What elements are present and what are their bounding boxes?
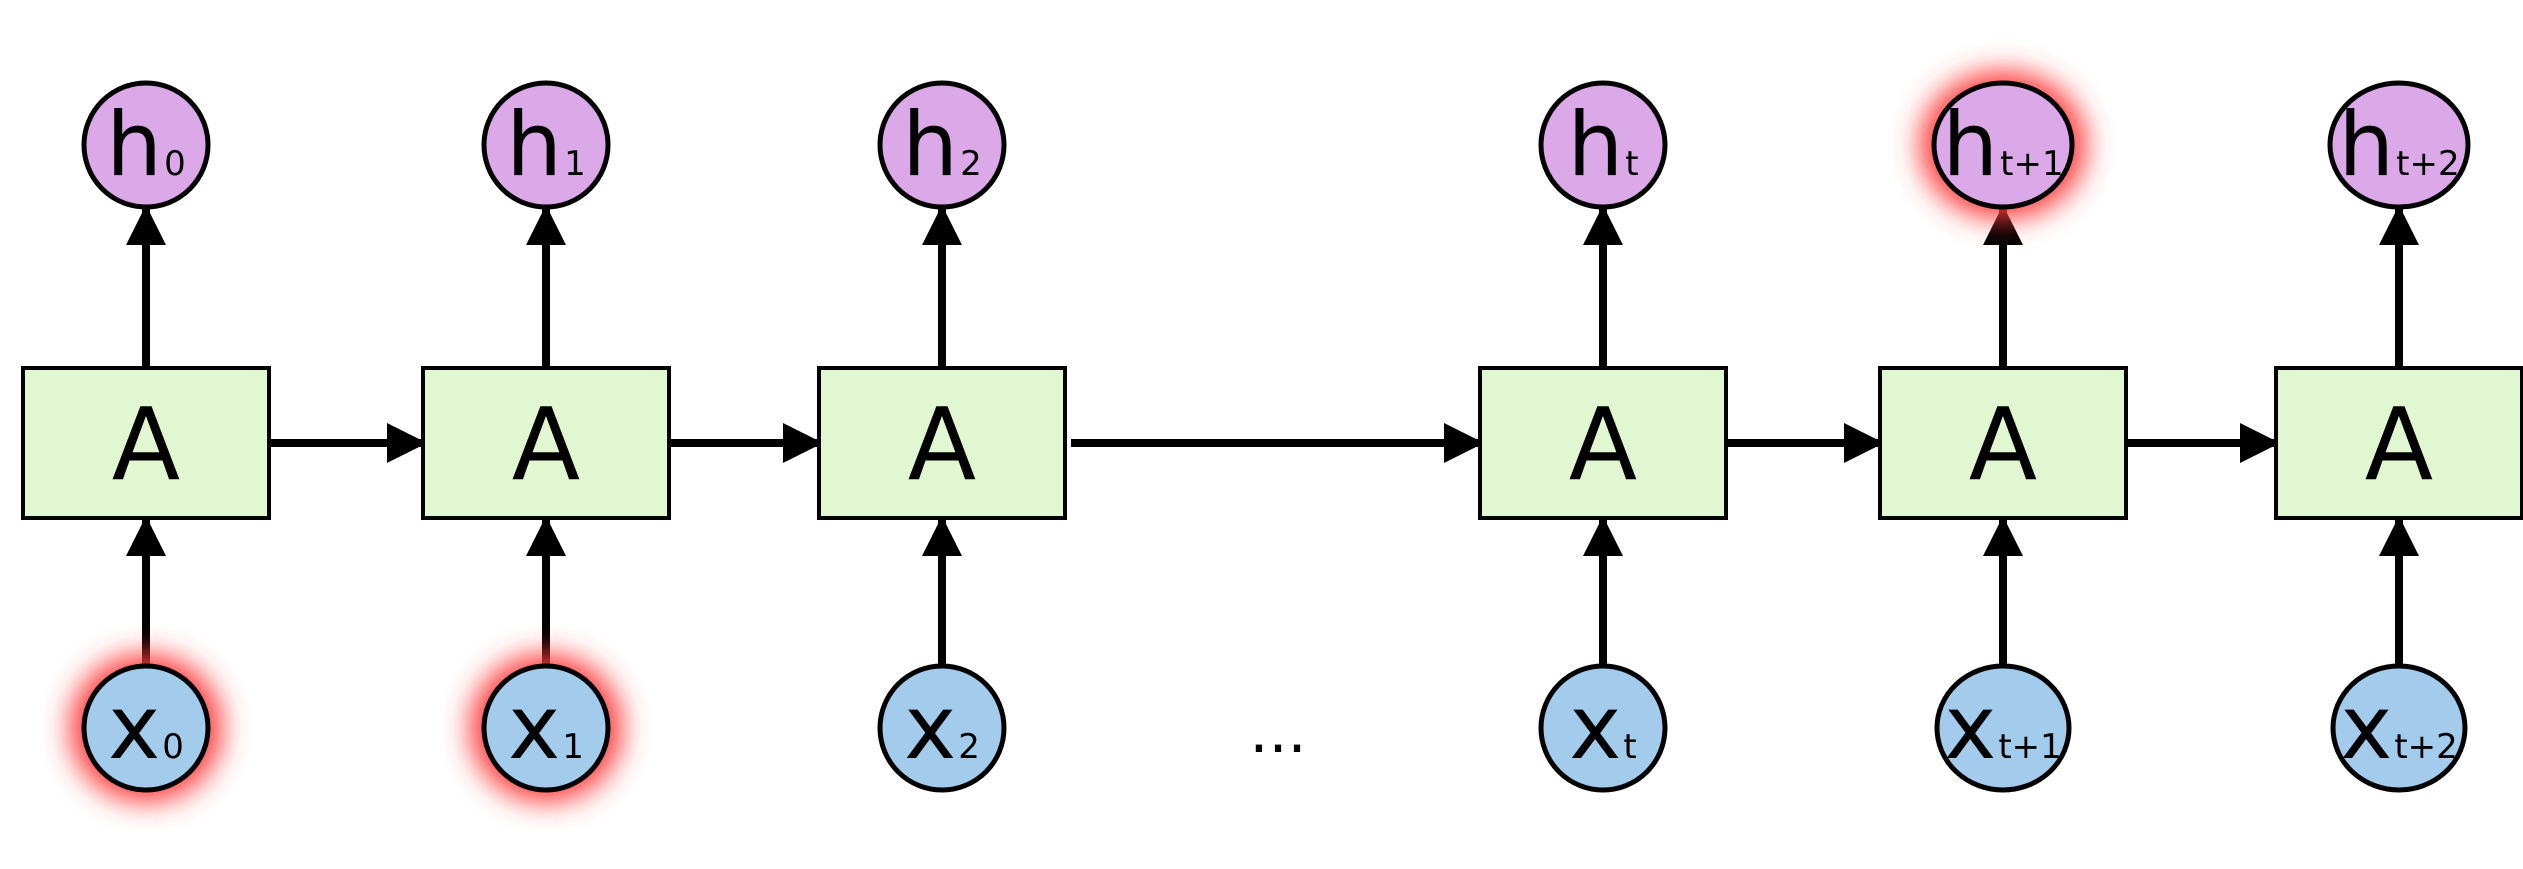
input-label: x1 [508,676,584,779]
input-node [2330,663,2468,793]
rnn-cell-label: A [2365,386,2433,503]
rnn-cell-label: A [1569,386,1637,503]
hidden-state-label: ht [1567,93,1638,196]
input-label: x2 [904,676,980,779]
rnn-cell-box [2274,366,2523,520]
hidden-state-label: ht+1 [1942,93,2063,196]
input-node [1934,663,2072,793]
input-label: x0 [108,676,184,779]
hidden-state-label: h1 [506,93,585,196]
hidden-state-node [81,80,211,210]
input-node [877,663,1007,793]
hidden-state-node [1538,80,1668,210]
rnn-cell-box [21,366,271,520]
hidden-state-node [2327,80,2471,210]
input-label: xt [1569,676,1636,779]
hidden-state-label: h2 [902,93,981,196]
hidden-state-label: ht+2 [2338,93,2459,196]
connections [126,205,2419,666]
input-node [481,663,611,793]
input-node [1538,663,1668,793]
input-node [81,663,211,793]
rnn-cell-label: A [512,386,580,503]
hidden-state-node [1931,80,2075,210]
rnn-cell-label: A [908,386,976,503]
rnn-cell-box [421,366,671,520]
ellipsis-text: ... [1249,697,1306,767]
hidden-state-label: h0 [106,93,185,196]
hidden-state-node [877,80,1007,210]
rnn-cell-label: A [112,386,180,503]
input-label: xt+2 [2340,676,2458,779]
rnn-cell-box [1878,366,2128,520]
rnn-cell-box [817,366,1067,520]
hidden-state-node [481,80,611,210]
rnn-cell-box [1478,366,1728,520]
rnn-cell-label: A [1969,386,2037,503]
input-label: xt+1 [1944,676,2062,779]
